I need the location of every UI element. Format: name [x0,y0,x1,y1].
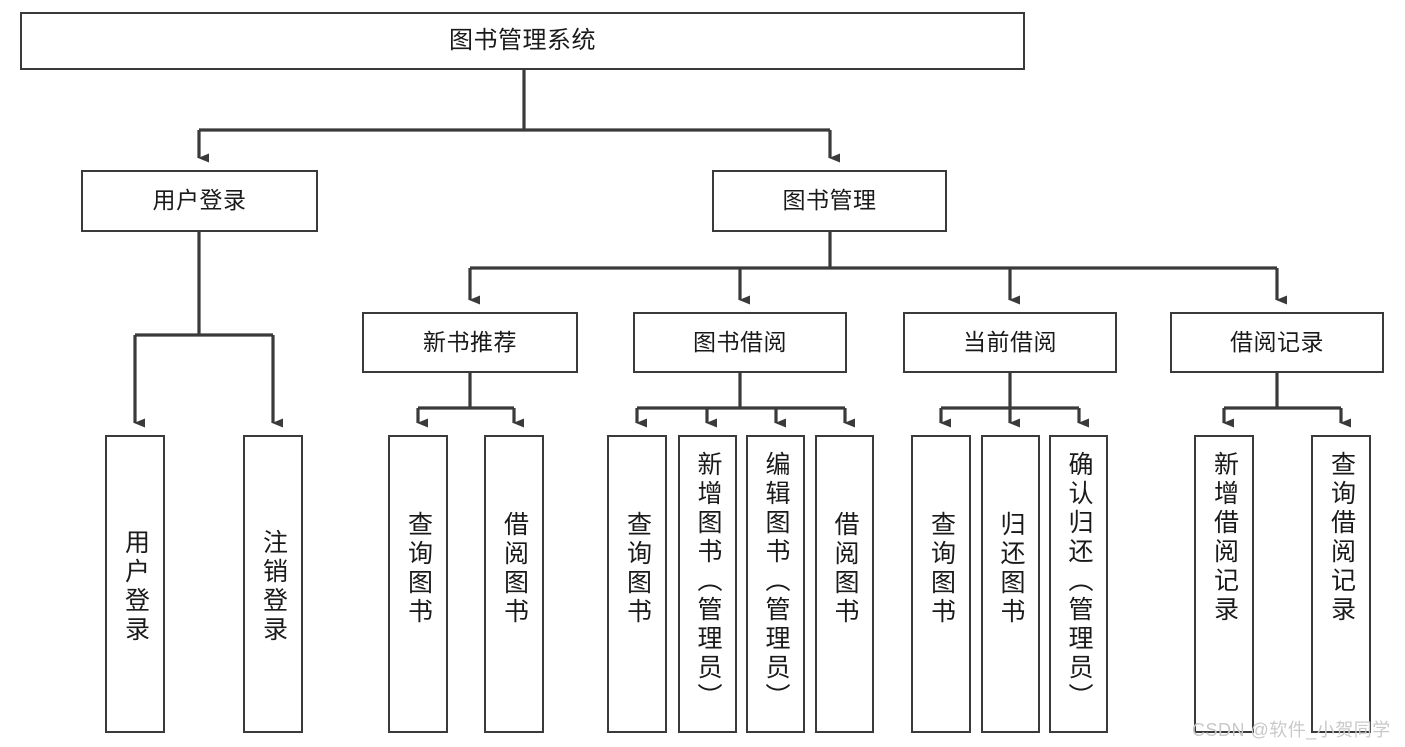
node-label: 新增图书（管理员） [694,451,722,712]
csdn-watermark: CSDN @软件_小贺同学 [1192,720,1391,740]
node-label: 借阅图书 [500,511,529,627]
leaf-confirm-return-admin[interactable]: 确认归还（管理员） [1049,435,1108,733]
node-label: 查询借阅记录 [1327,451,1356,625]
node-new-book-recommend[interactable]: 新书推荐 [362,312,578,373]
node-borrow-records[interactable]: 借阅记录 [1170,312,1384,373]
leaf-query-books-current[interactable]: 查询图书 [911,435,971,733]
node-label: 确认归还（管理员） [1065,451,1093,712]
leaf-query-borrow-record[interactable]: 查询借阅记录 [1311,435,1371,733]
leaf-borrow-books-borrow[interactable]: 借阅图书 [815,435,874,733]
node-label: 借阅记录 [1230,328,1324,355]
leaf-query-books-borrow[interactable]: 查询图书 [607,435,667,733]
node-label: 新增借阅记录 [1210,451,1239,625]
node-book-management[interactable]: 图书管理 [712,170,947,232]
node-label: 编辑图书（管理员） [762,451,790,712]
node-label: 借阅图书 [831,511,859,627]
leaf-query-books-recommend[interactable]: 查询图书 [388,435,448,733]
node-root-library-management-system[interactable]: 图书管理系统 [20,12,1025,70]
node-label: 查询图书 [404,511,433,627]
leaf-return-books[interactable]: 归还图书 [981,435,1040,733]
node-user-login[interactable]: 用户登录 [81,170,318,232]
node-label: 注销登录 [259,529,288,645]
node-label: 图书借阅 [693,328,787,355]
node-current-borrow[interactable]: 当前借阅 [903,312,1117,373]
leaf-edit-book-admin[interactable]: 编辑图书（管理员） [746,435,805,733]
leaf-borrow-books-recommend[interactable]: 借阅图书 [484,435,544,733]
node-label: 用户登录 [121,529,150,645]
node-label: 查询图书 [623,511,652,627]
node-label: 归还图书 [997,511,1025,627]
node-label: 图书管理系统 [449,26,596,54]
node-label: 查询图书 [927,511,956,627]
node-label: 图书管理 [782,187,877,214]
leaf-user-login[interactable]: 用户登录 [105,435,165,733]
node-label: 用户登录 [152,187,247,214]
node-label: 当前借阅 [963,328,1057,355]
leaf-logout[interactable]: 注销登录 [243,435,303,733]
leaf-add-borrow-record[interactable]: 新增借阅记录 [1194,435,1254,733]
node-label: 新书推荐 [423,328,517,355]
node-book-borrow[interactable]: 图书借阅 [633,312,847,373]
leaf-add-book-admin[interactable]: 新增图书（管理员） [678,435,737,733]
